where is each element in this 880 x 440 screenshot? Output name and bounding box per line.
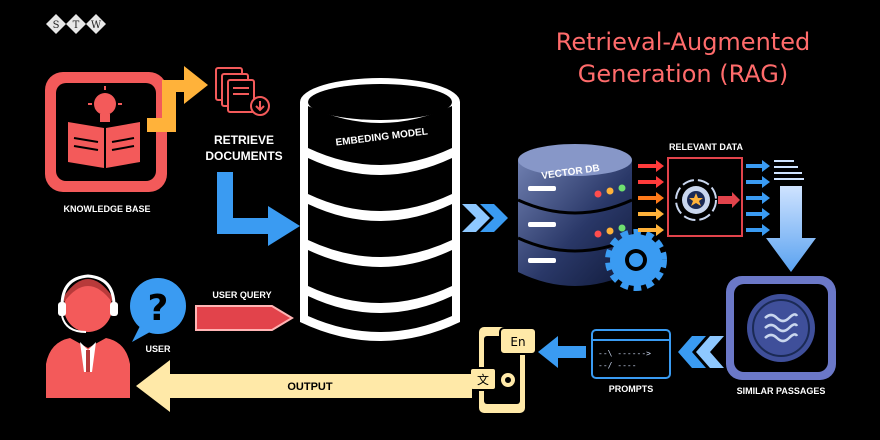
output-arrow <box>136 360 472 412</box>
prompts-to-llm-arrow <box>538 336 586 368</box>
title-line-2: Generation (RAG) <box>578 60 789 88</box>
question-icon: ? <box>130 278 186 342</box>
relevant-data-label: RELEVANT DATA <box>669 142 743 152</box>
user-query-arrow <box>195 305 294 331</box>
similar-passages-icon <box>726 276 836 380</box>
llm-translator-icon: En 文 <box>469 325 537 415</box>
output-arrows <box>746 160 770 236</box>
chevrons-to-prompts <box>678 336 724 368</box>
gear-icon <box>605 229 667 291</box>
output-label: OUTPUT <box>287 381 333 393</box>
docs-to-embedding-arrow <box>217 172 300 246</box>
kb-to-docs-arrow <box>147 66 208 132</box>
similar-passages-label: SIMILAR PASSAGES <box>737 386 826 396</box>
svg-text:--/ ----: --/ ---- <box>598 361 637 370</box>
relevant-data-box <box>667 157 743 237</box>
knowledge-base-icon <box>45 72 167 192</box>
chevrons-to-vector-db <box>462 204 508 232</box>
knowledge-base-label: KNOWLEDGE BASE <box>63 204 150 214</box>
user-query-label: USER QUERY <box>212 290 271 300</box>
logo-letter-t: T <box>73 20 80 31</box>
svg-text:文: 文 <box>477 372 489 387</box>
user-agent-icon <box>46 274 130 398</box>
svg-text:?: ? <box>148 288 169 329</box>
retrieve-label-line-2: DOCUMENTS <box>205 149 282 163</box>
translate-en-text: En <box>510 335 525 349</box>
down-arrow-to-passages <box>766 160 816 272</box>
stw-logo: S T W <box>46 14 106 34</box>
vector-db-icon <box>517 144 633 286</box>
retrieve-label-line-1: RETRIEVE <box>214 133 274 147</box>
embedding-model-cylinder <box>300 78 460 341</box>
input-arrows <box>638 160 664 236</box>
logo-letter-s: S <box>53 20 60 31</box>
documents-icon <box>215 67 270 116</box>
svg-text:--\ ------>: --\ ------> <box>598 349 651 358</box>
title-line-1: Retrieval-Augmented <box>556 28 810 56</box>
prompts-label: PROMPTS <box>609 384 654 394</box>
prompts-terminal-icon: --\ ------> --/ ---- <box>591 329 671 379</box>
user-label: USER <box>145 344 171 354</box>
logo-letter-w: W <box>91 20 102 31</box>
